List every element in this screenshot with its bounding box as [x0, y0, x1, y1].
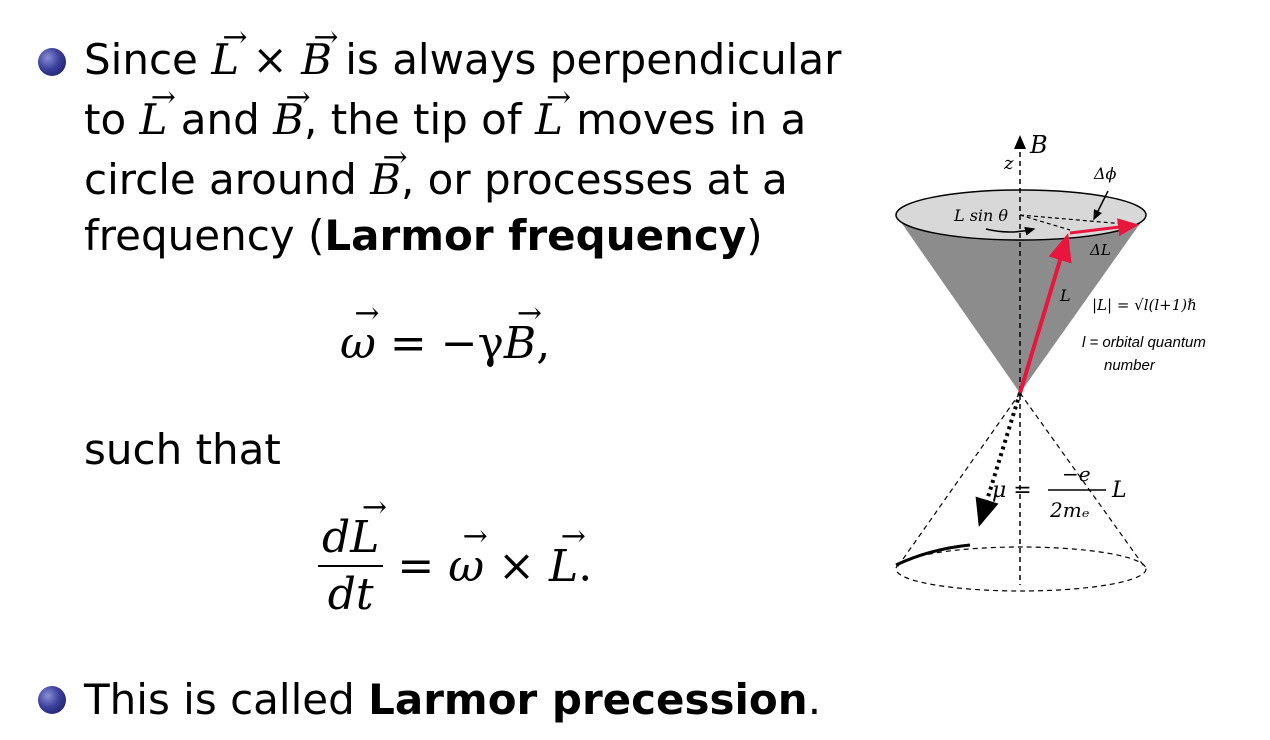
vector-L: L→ — [139, 80, 176, 144]
vector-L: L→ — [211, 20, 248, 84]
lsin-label: L sin θ — [953, 206, 1008, 225]
bullet-1-line-2: to L→ and B→, the tip of L→ moves in a — [84, 80, 806, 150]
lower-cone-right — [1019, 392, 1147, 570]
orbital-label-1: l = orbital quantum — [1082, 334, 1206, 351]
L-vector — [1018, 233, 1072, 394]
mu-L: L — [1111, 478, 1127, 503]
larmor-frequency-term: Larmor frequency — [324, 211, 747, 260]
fraction-dL-dt: dL→ dt — [318, 490, 387, 620]
magnitude-formula: |L| = √l(l+1)ℏ — [1092, 296, 1197, 314]
such-that-text: such that — [84, 425, 281, 474]
vector-L: L→ — [535, 80, 572, 144]
bullet-1-line-3: circle around B→, or processes at a — [84, 140, 788, 210]
mu-vector — [975, 392, 1022, 527]
larmor-precession-diagram: B z L sin θ Δϕ ΔL L |L| = √l(l+1)ℏ l = o… — [895, 131, 1206, 592]
mu-label: μ = — [992, 478, 1032, 503]
lower-cone-base — [895, 546, 1147, 592]
dL-label: ΔL — [1089, 241, 1111, 259]
L-label: L — [1059, 286, 1071, 305]
lower-precession-arc — [895, 543, 971, 567]
bullet-2-line: This is called Larmor precession. — [84, 675, 822, 724]
equation-dL-dt: dL→ dt = ω→ × L→. — [318, 490, 592, 620]
mu-denominator: 2mₑ — [1049, 498, 1089, 522]
delta-L-vector — [1069, 218, 1139, 237]
bullet-2-marker — [38, 686, 66, 714]
z-label: z — [1003, 153, 1014, 174]
radius-line — [1019, 214, 1071, 231]
mu-numerator: −e — [1062, 462, 1091, 486]
vector-B: B→ — [273, 80, 311, 144]
dphi-label: Δϕ — [1093, 164, 1117, 183]
b-label: B — [1029, 131, 1048, 159]
upper-cone — [896, 215, 1146, 393]
dashed-to-tip — [1019, 214, 1137, 226]
bullet-1-line-4: frequency (Larmor frequency) — [84, 211, 763, 260]
vector-B: B→ — [370, 140, 408, 204]
larmor-precession-term: Larmor precession — [368, 675, 808, 724]
dphi-pointer — [1093, 190, 1109, 221]
rotation-arrow — [985, 226, 1036, 236]
bullet-1-marker — [38, 48, 66, 76]
bullet-1-line-1: Since L→ × B→ is always perpendicular — [84, 20, 841, 90]
vector-B: B→ — [301, 20, 339, 84]
orbital-label-2: number — [1104, 357, 1156, 374]
equation-omega: ω→ = −γB→, — [340, 296, 551, 369]
